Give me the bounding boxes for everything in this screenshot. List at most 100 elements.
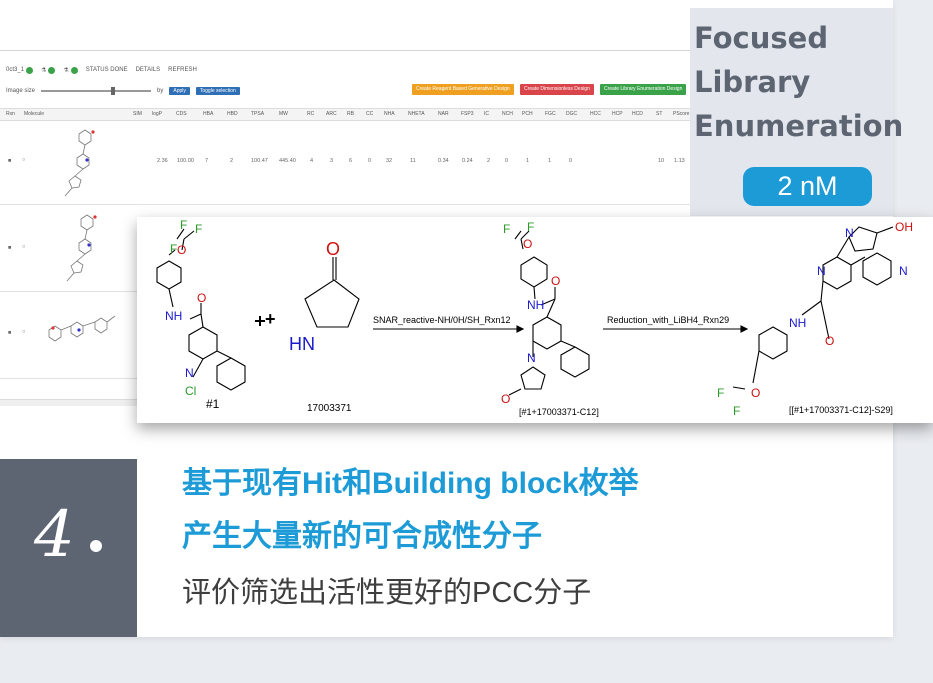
image-size-label: Image size [6, 88, 36, 94]
tab-flask-a[interactable]: ⚗ [41, 66, 56, 74]
column-header[interactable]: Rxn [6, 111, 15, 117]
dimensionless-design-button[interactable]: Create Dimensionless Design [520, 84, 594, 95]
atom-label: O [177, 243, 186, 257]
atom-label: OH [895, 220, 913, 234]
image-controls: Image size by Apply Toggle selection [6, 87, 240, 95]
atom-label: NH [527, 298, 544, 312]
cell: 0 [569, 158, 573, 164]
tab-results[interactable]: 0ct3_1 [6, 66, 34, 74]
column-header[interactable]: CC [366, 111, 374, 117]
headline-line-1: 基于现有Hit和Building block枚举 [182, 467, 639, 500]
column-header[interactable]: CDS [176, 111, 187, 117]
column-header[interactable]: HCC [590, 111, 601, 117]
tab-label: DETAILS [135, 67, 161, 73]
flask-icon: ⚗ [63, 67, 69, 74]
column-header[interactable]: NHA [384, 111, 395, 117]
section-title: Focused Library Enumeration [694, 16, 903, 148]
molecule-thumbnail [48, 315, 116, 342]
column-header[interactable]: NAR [438, 111, 449, 117]
column-header[interactable]: PCH [522, 111, 533, 117]
column-header[interactable]: NHETA [408, 111, 425, 117]
cell: 11 [410, 158, 416, 164]
tab-details[interactable]: DETAILS [136, 67, 161, 73]
atom-label: F [180, 218, 187, 232]
row-checkbox[interactable]: ○ [22, 157, 26, 163]
reagent-design-button[interactable]: Create Reagent Based Generative Design [412, 84, 514, 95]
table-row[interactable]: ■ ○ 2.36 100.00 7 2 100.47 445.40 4 3 6 … [0, 120, 692, 205]
atom-label: O [197, 291, 206, 305]
column-header[interactable]: ST [656, 111, 663, 117]
molecule-thumbnail [66, 214, 97, 282]
flask-icon: ⚗ [41, 67, 47, 74]
column-header[interactable]: PScore [673, 111, 690, 117]
atom-label: F [503, 222, 510, 236]
molecule-thumbnail [64, 129, 95, 197]
atom-label: N [899, 264, 908, 278]
step-number-dot [90, 540, 102, 552]
atom-label: O [523, 237, 532, 251]
cell: 3 [330, 158, 334, 164]
subtitle-line: 评价筛选出活性更好的PCC分子 [182, 577, 592, 609]
row-checkbox[interactable]: ○ [22, 329, 26, 335]
column-header[interactable]: FGC [545, 111, 556, 117]
folder-icon[interactable]: ■ [8, 158, 12, 164]
toggle-selection-button[interactable]: Toggle selection [195, 87, 240, 95]
row-checkbox[interactable]: ○ [22, 244, 26, 250]
cell: 1.13 [674, 158, 685, 164]
column-header[interactable]: IC [484, 111, 489, 117]
cell: 0.24 [462, 158, 473, 164]
atom-label: O [551, 274, 560, 288]
cell: 1 [548, 158, 552, 164]
title-line: Focused [694, 21, 829, 55]
step-number-box [0, 459, 137, 637]
cell: 0 [368, 158, 372, 164]
column-header[interactable]: FSP3 [461, 111, 474, 117]
folder-icon[interactable]: ■ [8, 245, 12, 251]
headline-line-2: 产生大量新的可合成性分子 [182, 520, 542, 553]
atom-label: O [326, 239, 340, 259]
column-header[interactable]: NCH [502, 111, 513, 117]
cell: 10 [658, 158, 665, 164]
atom-label: NH [789, 316, 806, 330]
tab-status[interactable]: STATUS DONE [86, 67, 128, 73]
apply-button[interactable]: Apply [169, 87, 190, 95]
cell: 6 [349, 158, 353, 164]
atom-label: N [817, 264, 826, 278]
library-enumeration-button[interactable]: Create Library Enumeration Design [600, 84, 687, 95]
count-badge [70, 66, 78, 74]
column-header[interactable]: Molecule [24, 111, 45, 117]
column-header[interactable]: RB [347, 111, 354, 117]
image-size-slider[interactable] [41, 87, 152, 95]
folder-icon[interactable]: ■ [8, 330, 12, 336]
column-header[interactable]: ARC [326, 111, 337, 117]
title-line: Library [694, 65, 811, 99]
atom-label: N [845, 226, 854, 240]
column-header[interactable]: HBA [203, 111, 214, 117]
reactant1-label: #1 [206, 397, 220, 411]
cell: 2 [487, 158, 491, 164]
cell: 100.47 [251, 158, 268, 164]
atom-label: Cl [185, 384, 196, 398]
atom-label: N [527, 351, 536, 365]
atom-label: NH [165, 309, 182, 323]
column-header[interactable]: SIM [133, 111, 142, 117]
column-header[interactable]: HCD [632, 111, 643, 117]
column-header[interactable]: HCP [612, 111, 623, 117]
column-header[interactable]: TPSA [251, 111, 265, 117]
tab-refresh[interactable]: REFRESH [168, 67, 197, 73]
cell: 2.36 [157, 158, 168, 164]
step-number-text: 4 [34, 498, 75, 572]
tab-flask-b[interactable]: ⚗ [63, 66, 78, 74]
atom-label: F [717, 386, 724, 400]
column-header[interactable]: RC [307, 111, 315, 117]
cell: 2 [230, 158, 234, 164]
atom-label: N [185, 366, 194, 380]
atom-label: F [733, 404, 740, 418]
column-header[interactable]: logP [152, 111, 163, 117]
column-header[interactable]: MW [279, 111, 288, 117]
tab-bar: 0ct3_1 ⚗ ⚗ STATUS DONE DETAILS REFRESH [0, 64, 197, 76]
cell: 0.34 [438, 158, 449, 164]
atom-label: O [751, 386, 760, 400]
column-header[interactable]: DGC [566, 111, 578, 117]
column-header[interactable]: HBD [227, 111, 238, 117]
